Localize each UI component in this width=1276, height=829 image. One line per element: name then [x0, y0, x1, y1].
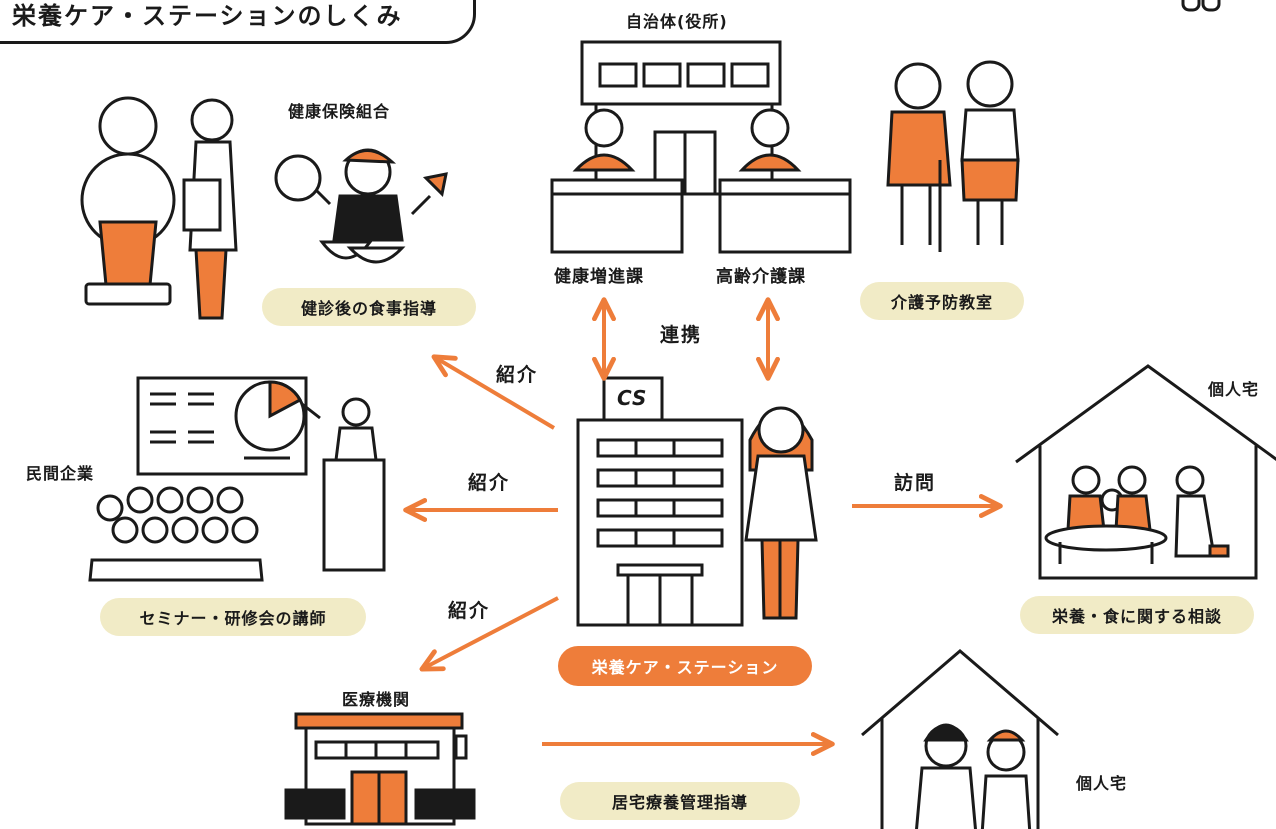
- seminar-icon: [88, 376, 386, 582]
- home-top-label: 個人宅: [1208, 380, 1260, 399]
- care-station-building-icon: [576, 376, 744, 627]
- government-title: 自治体(役所): [626, 12, 728, 31]
- medical-service: 居宅療養管理指導: [560, 782, 800, 820]
- elderly-couple-icon: [886, 60, 1020, 252]
- dept-health-promotion: 健康増進課: [554, 267, 644, 287]
- health-insurance-service: 健診後の食事指導: [262, 288, 476, 326]
- medical-org: 医療機関: [342, 690, 411, 709]
- clinic-building-icon: [284, 712, 476, 826]
- title-frame: [0, 0, 476, 44]
- dept-elderly-care: 高齢介護課: [716, 267, 806, 287]
- care-station-label: 栄養ケア・ステーション: [558, 646, 812, 686]
- building-sign: CS: [617, 386, 648, 410]
- link-label: 連携: [660, 324, 703, 346]
- referral-arrow-health-insurance: [431, 354, 556, 430]
- private-company-org: 民間企業: [26, 464, 95, 483]
- visit-label: 訪問: [894, 472, 937, 494]
- referral-label-health-insurance: 紹介: [496, 364, 539, 386]
- dietitian-icon: [744, 406, 818, 620]
- cook-icon: [274, 148, 448, 264]
- home-top-service: 栄養・食に関する相談: [1020, 596, 1254, 634]
- health-check-person-icon: [80, 96, 238, 320]
- referral-label-medical: 紹介: [448, 600, 491, 622]
- house-bottom-icon: [861, 649, 1059, 829]
- page-title: 栄養ケア・ステーションのしくみ: [12, 2, 403, 30]
- home-bottom-label: 個人宅: [1076, 774, 1128, 793]
- house-top-icon: [1015, 364, 1276, 580]
- referral-label-private-company: 紹介: [468, 472, 511, 494]
- health-insurance-org: 健康保険組合: [288, 102, 391, 121]
- private-company-service: セミナー・研修会の講師: [100, 598, 366, 636]
- elderly-service: 介護予防教室: [860, 282, 1024, 320]
- government-building-icon: [550, 40, 852, 254]
- referral-arrow-medical: [419, 596, 559, 672]
- logo-icon: [1181, 0, 1221, 12]
